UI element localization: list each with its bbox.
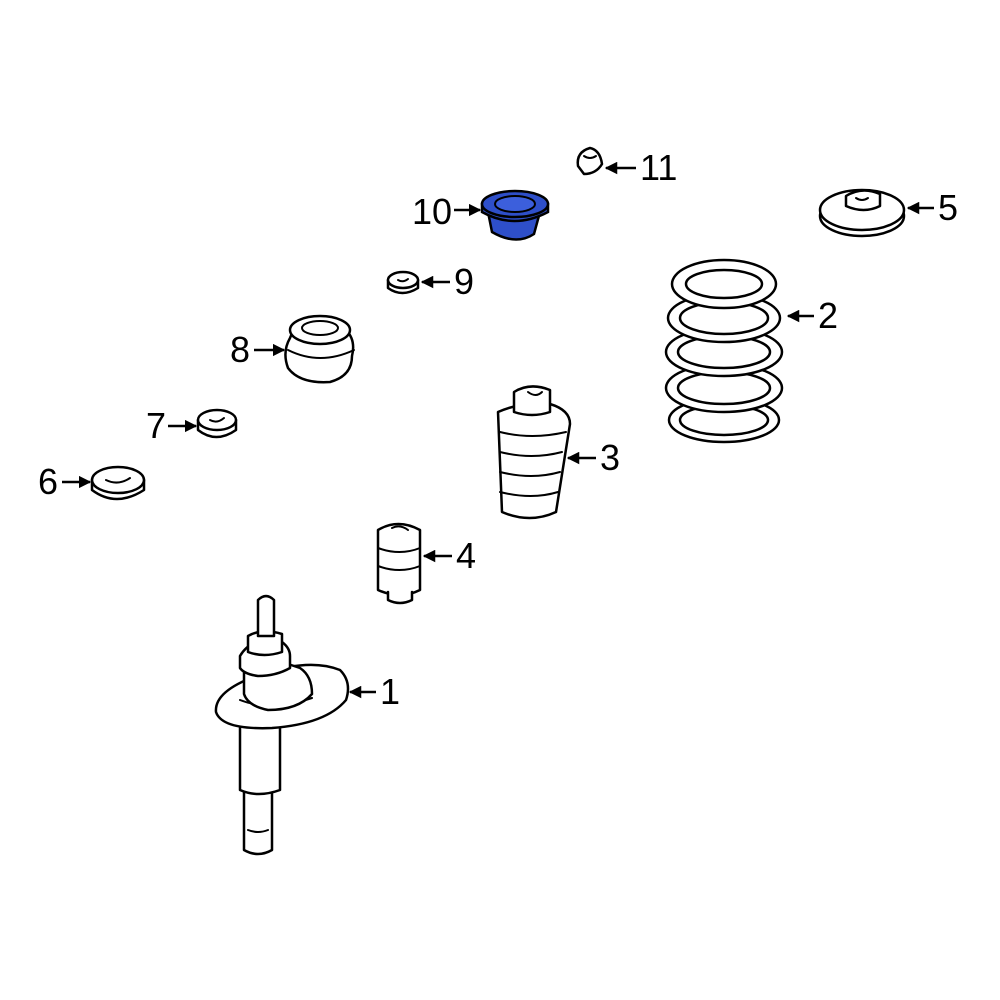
callout-7-label: 7	[146, 405, 166, 446]
callout-7: 7	[146, 405, 198, 446]
callout-11: 11	[604, 147, 677, 188]
part-5-spring-seat[interactable]	[818, 188, 906, 238]
callout-6: 6	[38, 461, 92, 502]
part-3-dust-boot[interactable]	[496, 385, 572, 520]
callout-1-label: 1	[380, 671, 400, 712]
callout-5-label: 5	[938, 187, 958, 228]
callout-4-label: 4	[456, 535, 476, 576]
callout-10: 10	[412, 191, 482, 232]
callout-2-label: 2	[818, 295, 838, 336]
callout-9: 9	[420, 261, 474, 302]
callout-8: 8	[230, 329, 286, 370]
callout-6-label: 6	[38, 461, 58, 502]
part-1-strut[interactable]	[214, 594, 350, 856]
callout-11-label: 11	[640, 147, 677, 188]
callout-2: 2	[786, 295, 838, 336]
part-10-highlighted-bushing[interactable]	[480, 189, 550, 241]
callout-8-label: 8	[230, 329, 250, 370]
part-6-insulator[interactable]	[90, 465, 146, 501]
callout-3: 3	[566, 437, 620, 478]
callout-5: 5	[906, 187, 958, 228]
part-4-bump-stop[interactable]	[376, 522, 422, 605]
callout-9-label: 9	[454, 261, 474, 302]
part-2-coil-spring[interactable]	[664, 258, 784, 444]
part-7-bushing[interactable]	[196, 408, 238, 439]
callout-3-label: 3	[600, 437, 620, 478]
part-8-strut-mount[interactable]	[284, 314, 355, 384]
callout-1: 1	[348, 671, 400, 712]
part-11-nut[interactable]	[576, 146, 604, 176]
part-9-washer[interactable]	[386, 270, 420, 295]
callout-10-label: 10	[412, 191, 452, 232]
callout-4: 4	[422, 535, 476, 576]
